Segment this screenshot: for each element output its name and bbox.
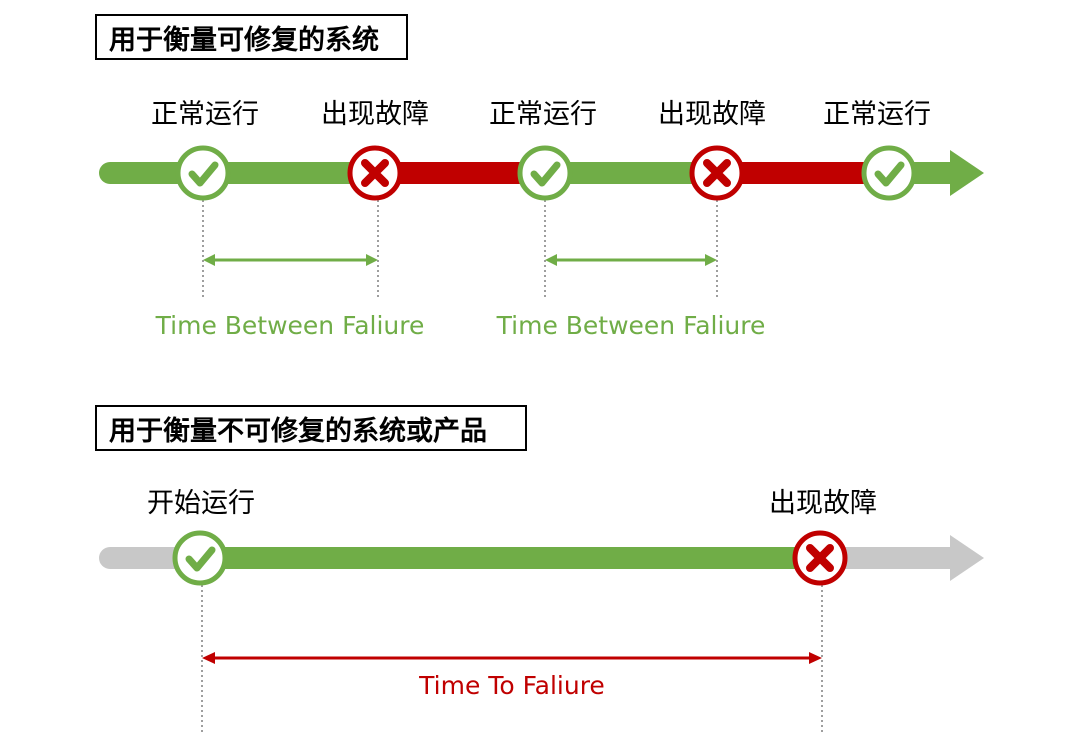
ttf-caption: Time To Faliure: [419, 671, 605, 700]
cross-circle-icon: [347, 145, 403, 201]
interval-arrow-ttf: [202, 652, 822, 664]
timeline-arrowhead: [950, 535, 984, 581]
interval-arrow-2: [545, 254, 717, 266]
interval-caption-2: Time Between Faliure: [496, 311, 766, 340]
interval-arrow-1: [203, 254, 378, 266]
checkmark-circle-icon: [861, 145, 917, 201]
cross-circle-icon: [689, 145, 745, 201]
start-label: 开始运行: [147, 488, 255, 519]
non-repairable-section-title: 用于衡量不可修复的系统或产品: [95, 405, 527, 451]
checkmark-circle-icon: [517, 145, 573, 201]
failure-label: 出现故障: [769, 488, 877, 519]
checkmark-circle-icon: [175, 145, 231, 201]
cross-circle-icon: [792, 530, 848, 586]
repairable-section-title: 用于衡量可修复的系统: [95, 14, 408, 60]
state-label-5: 正常运行: [823, 99, 931, 130]
state-label-4: 出现故障: [658, 99, 766, 130]
non-repairable-timeline: [99, 530, 984, 735]
checkmark-circle-icon: [172, 530, 228, 586]
state-label-1: 正常运行: [151, 99, 259, 130]
state-label-3: 正常运行: [489, 99, 597, 130]
state-label-2: 出现故障: [321, 99, 429, 130]
interval-caption-1: Time Between Faliure: [155, 311, 425, 340]
timeline-arrowhead: [950, 150, 984, 196]
repairable-timeline: [99, 145, 984, 300]
